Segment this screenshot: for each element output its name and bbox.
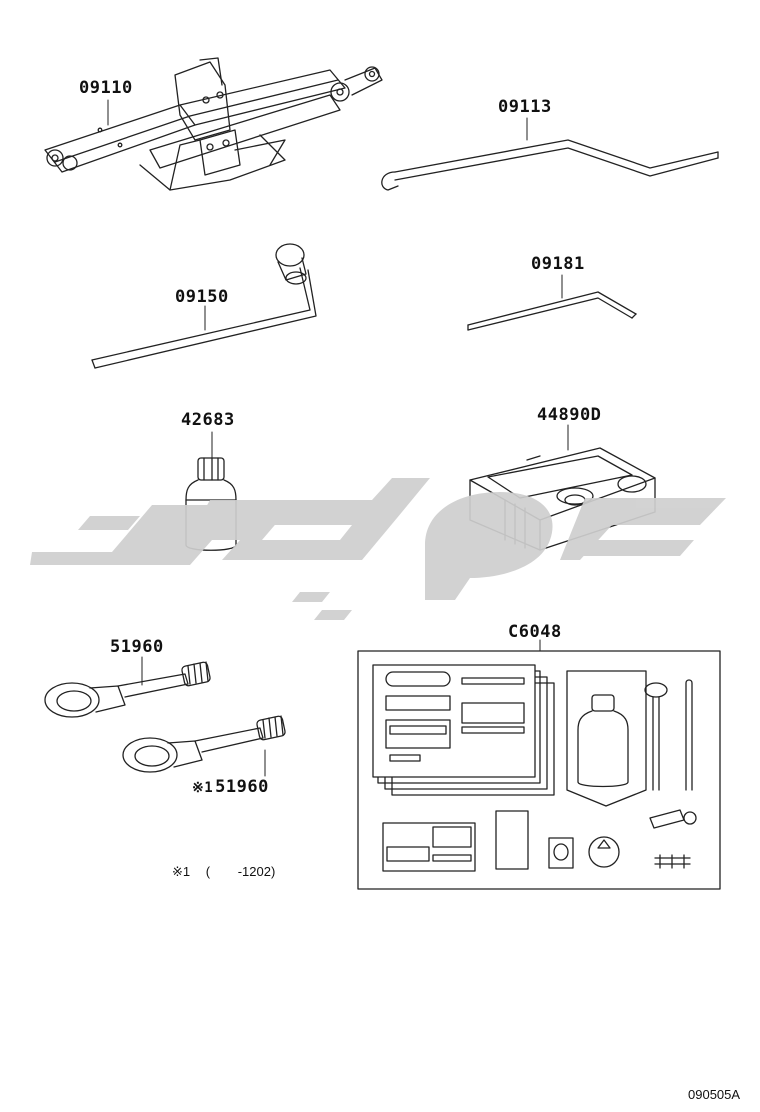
scissor-jack-drawing — [44, 57, 383, 191]
leader-lines — [107, 99, 569, 777]
part-number-tow-hook-2-text: 51960 — [215, 777, 269, 797]
jack-handle-drawing — [381, 139, 719, 191]
footnote-mark: ※1 — [172, 864, 191, 879]
footnote: ※1 ( -1202) — [172, 864, 275, 880]
diagram-code: 090505A — [688, 1087, 741, 1102]
wheel-wrench-drawing — [91, 243, 317, 369]
part-number-wheel-wrench[interactable]: 09150 — [175, 287, 229, 307]
part-number-sealant-bottle[interactable]: 42683 — [181, 410, 235, 430]
part-number-jack[interactable]: 09110 — [79, 78, 133, 98]
repair-kit-drawing — [357, 650, 721, 890]
screwdriver-drawing — [467, 291, 637, 331]
footnote-range-open: ( — [205, 864, 211, 879]
part-number-repair-kit[interactable]: C6048 — [508, 622, 562, 642]
part-number-screwdriver[interactable]: 09181 — [531, 254, 585, 274]
part-number-jack-handle[interactable]: 09113 — [498, 97, 552, 117]
part-number-tow-hook-1[interactable]: 51960 — [110, 637, 164, 657]
part-number-compressor[interactable]: 44890D — [537, 405, 602, 425]
tow-hook-1-drawing — [44, 661, 211, 718]
watermark-logo — [30, 478, 726, 620]
footnote-range-end: -1202) — [237, 864, 276, 879]
tow-hook-2-drawing — [122, 715, 286, 773]
note-mark: ※1 — [192, 780, 214, 796]
